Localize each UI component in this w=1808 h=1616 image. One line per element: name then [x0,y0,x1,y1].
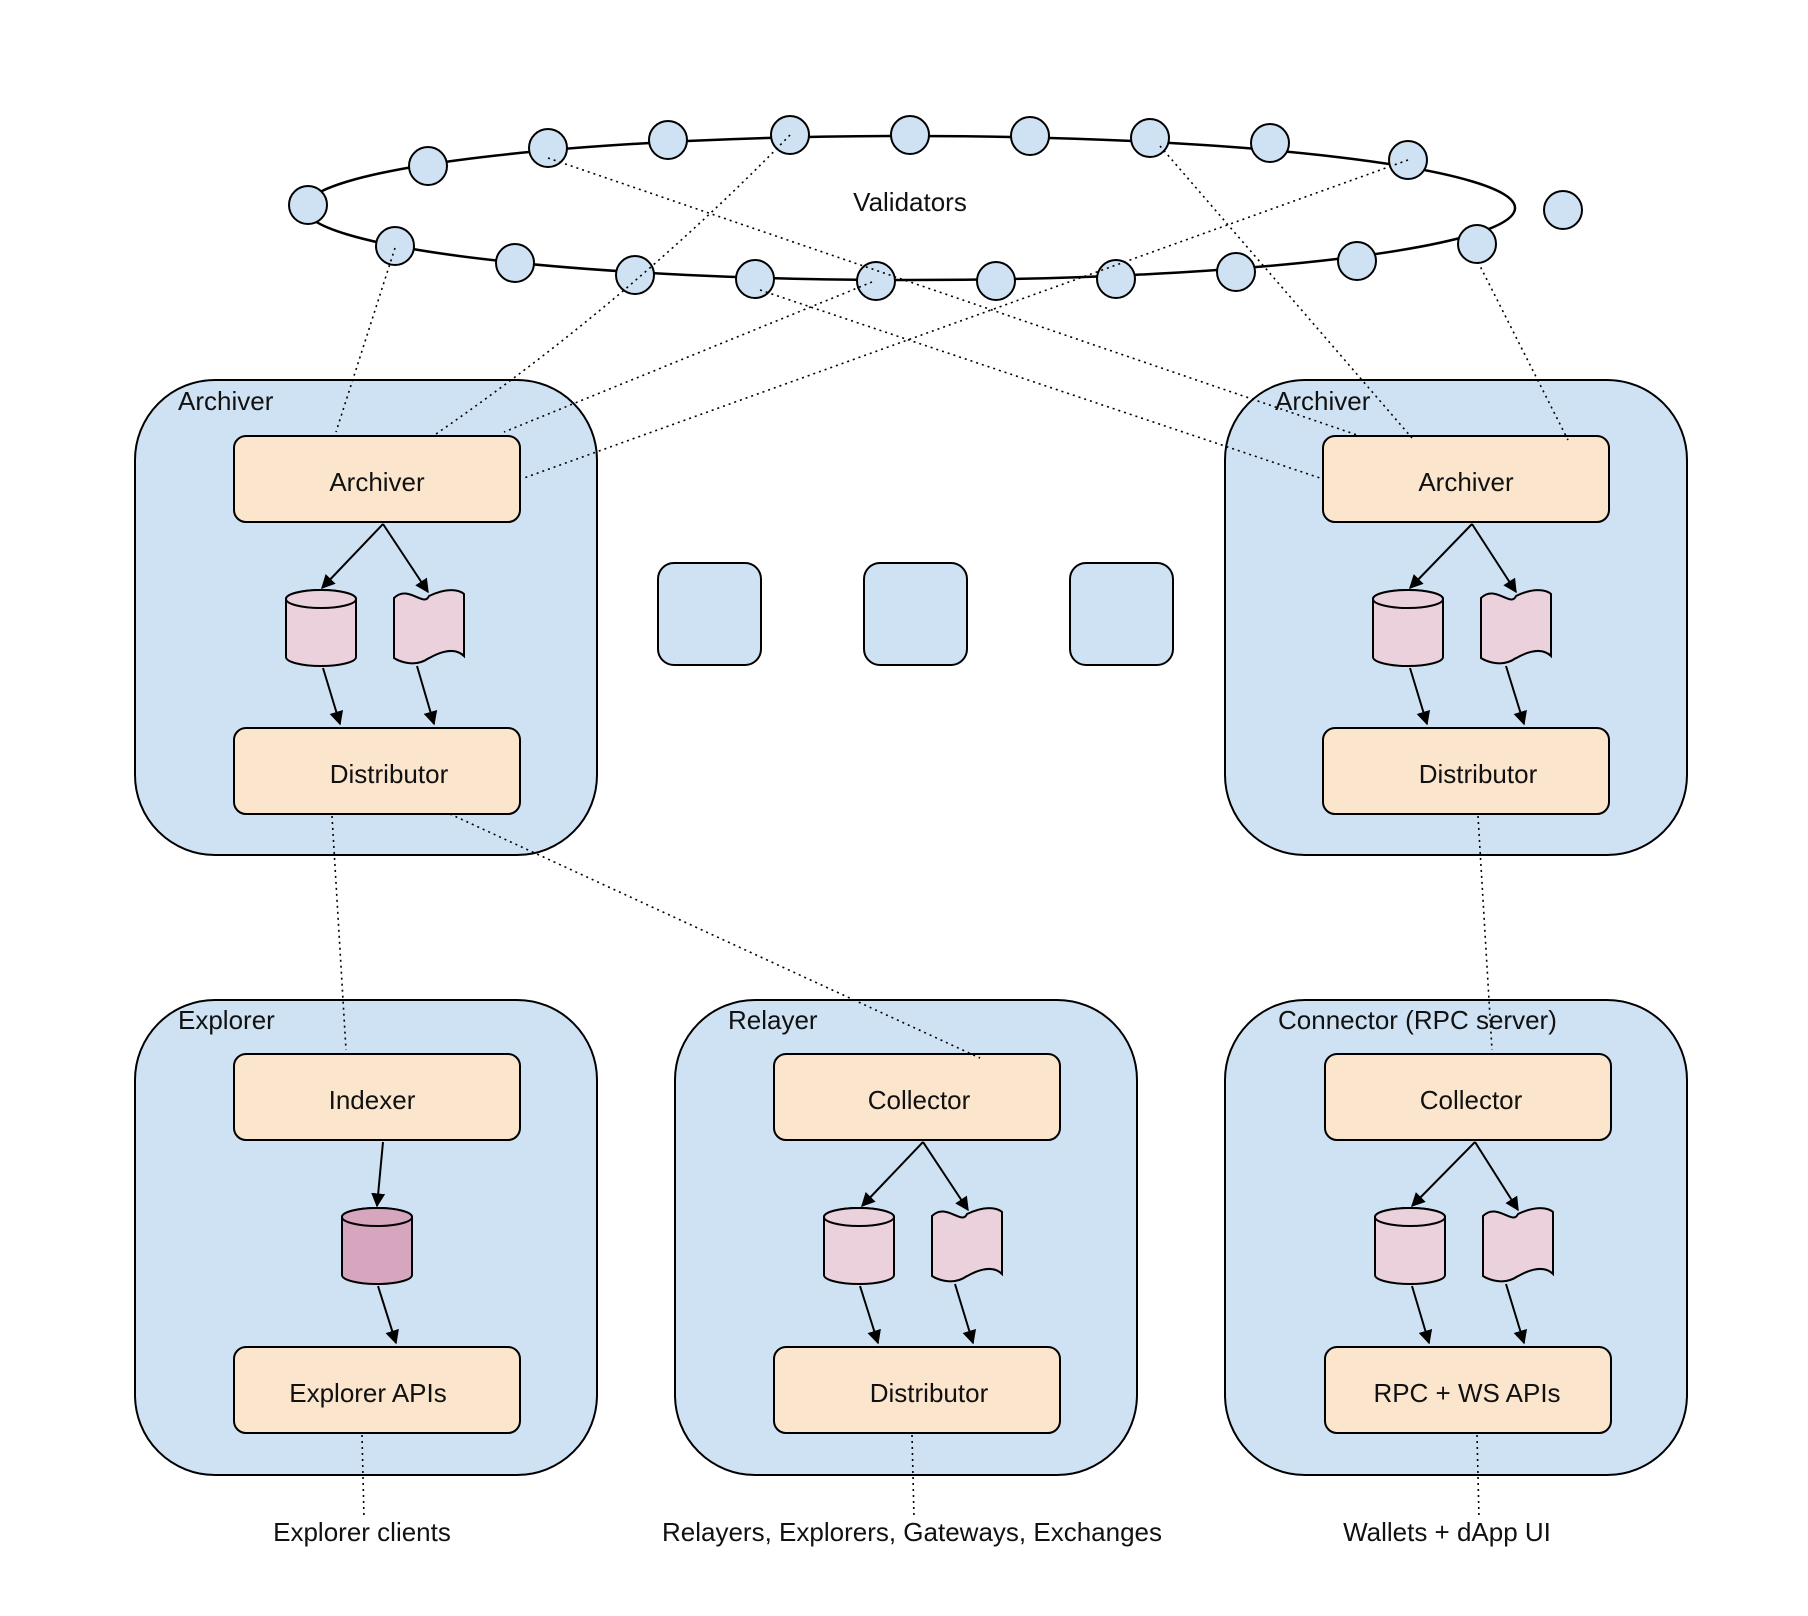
link-validator-left-archiver-1 [335,247,396,433]
validators-label: Validators [853,187,967,217]
link-connector-apis-clients [1476,1434,1480,1519]
flow-arrow [382,523,429,594]
validator-node [976,261,1016,301]
archiver-right-archiver-node: Archiver [1322,435,1610,523]
link-relayer-distributor-clients [911,1434,915,1519]
flow-arrow [861,1141,924,1208]
explorer-apis-label: Explorer APIs [289,1378,447,1408]
caption-explorer-clients: Explorer clients [273,1517,451,1547]
connector-apis-label: RPC + WS APIs [1373,1378,1560,1408]
validator-node [735,259,775,299]
flow-arrow [321,523,384,590]
validator-node [1457,224,1497,264]
validator-node-group [288,115,1583,301]
flow-arrow [1505,665,1527,726]
validator-node [495,243,535,283]
more-archivers-box-3 [1069,562,1174,666]
connector-apis-node: RPC + WS APIs [1324,1346,1612,1434]
archiver-right-title: Archiver [1275,386,1371,416]
validator-node [890,115,930,155]
more-archivers-box-1 [657,562,762,666]
validator-node [408,146,448,186]
flow-arrow [859,1285,881,1345]
dotted-connections [331,134,1569,1519]
validator-node [1216,252,1256,292]
flow-arrow [1471,523,1517,594]
document-icon [931,1207,1003,1283]
relayer-distributor-node: Distributor [773,1346,1061,1434]
link-validator-right-archiver-1 [547,157,1361,437]
caption-relayer-consumers: Relayers, Explorers, Gateways, Exchanges [662,1517,1162,1547]
relayer-title: Relayer [728,1005,818,1035]
relayer-collector-label: Collector [868,1085,971,1115]
validator-node [1337,241,1377,281]
flow-arrow [377,1285,399,1345]
archiver-left-title: Archiver [178,386,274,416]
validator-node [648,120,688,160]
relayer-distributor-label: Distributor [870,1378,989,1408]
flow-arrow [1474,1141,1519,1212]
explorer-title: Explorer [178,1005,275,1035]
flow-arrow [1411,1285,1433,1345]
connector-collector-node: Collector [1324,1053,1612,1141]
flow-arrow [416,665,438,726]
flow-arrows [321,523,1528,1345]
flow-arrow [322,667,344,726]
link-validator-left-archiver-4 [523,159,1409,479]
archiver-right-distributor-label: Distributor [1419,759,1538,789]
document-icon [1480,589,1552,665]
archiver-right-archiver-label: Archiver [1418,467,1514,497]
connector-collector-label: Collector [1420,1085,1523,1115]
validator-node [1543,190,1583,230]
validators-ring: Validators [288,115,1583,301]
validator-node [375,226,415,266]
flow-arrow [1411,1141,1476,1207]
database-icon [285,589,357,667]
flow-arrow [922,1141,969,1212]
validator-node [856,261,896,301]
validator-node [288,185,328,225]
database-icon [341,1207,413,1285]
flow-arrow [1409,667,1431,726]
validator-node [1130,118,1170,158]
database-icon [1374,1207,1446,1285]
database-icon [1372,589,1444,667]
validator-node [1250,123,1290,163]
flow-arrow [954,1283,977,1345]
archiver-left-archiver-label: Archiver [329,467,425,497]
validator-node [615,255,655,295]
caption-wallets-dapp: Wallets + dApp UI [1343,1517,1551,1547]
link-validator-right-archiver-3 [1159,145,1413,439]
validator-node [1096,259,1136,299]
document-icon [393,589,465,665]
database-icon [823,1207,895,1285]
link-validator-right-archiver-2 [759,289,1321,479]
archiver-left-archiver-node: Archiver [233,435,521,523]
validator-node [528,128,568,168]
link-left-distributor-relayer-collector [449,813,981,1059]
flow-arrow [371,1141,386,1208]
archiver-left-distributor-label: Distributor [330,759,449,789]
connector-title: Connector (RPC server) [1278,1005,1557,1035]
document-icon [1482,1207,1554,1283]
relayer-collector-node: Collector [773,1053,1061,1141]
explorer-indexer-node: Indexer [233,1053,521,1141]
link-validator-left-archiver-3 [503,281,873,433]
archiver-left-distributor-node: Distributor [233,727,521,815]
link-explorer-apis-clients [361,1434,365,1519]
validator-node [1010,116,1050,156]
flow-arrow [1409,523,1473,590]
storage-shapes [285,589,1554,1285]
archiver-right-distributor-node: Distributor [1322,727,1610,815]
more-archivers-box-2 [863,562,968,666]
explorer-apis-node: Explorer APIs [233,1346,521,1434]
flow-arrow [1505,1283,1528,1345]
explorer-indexer-label: Indexer [329,1085,416,1115]
